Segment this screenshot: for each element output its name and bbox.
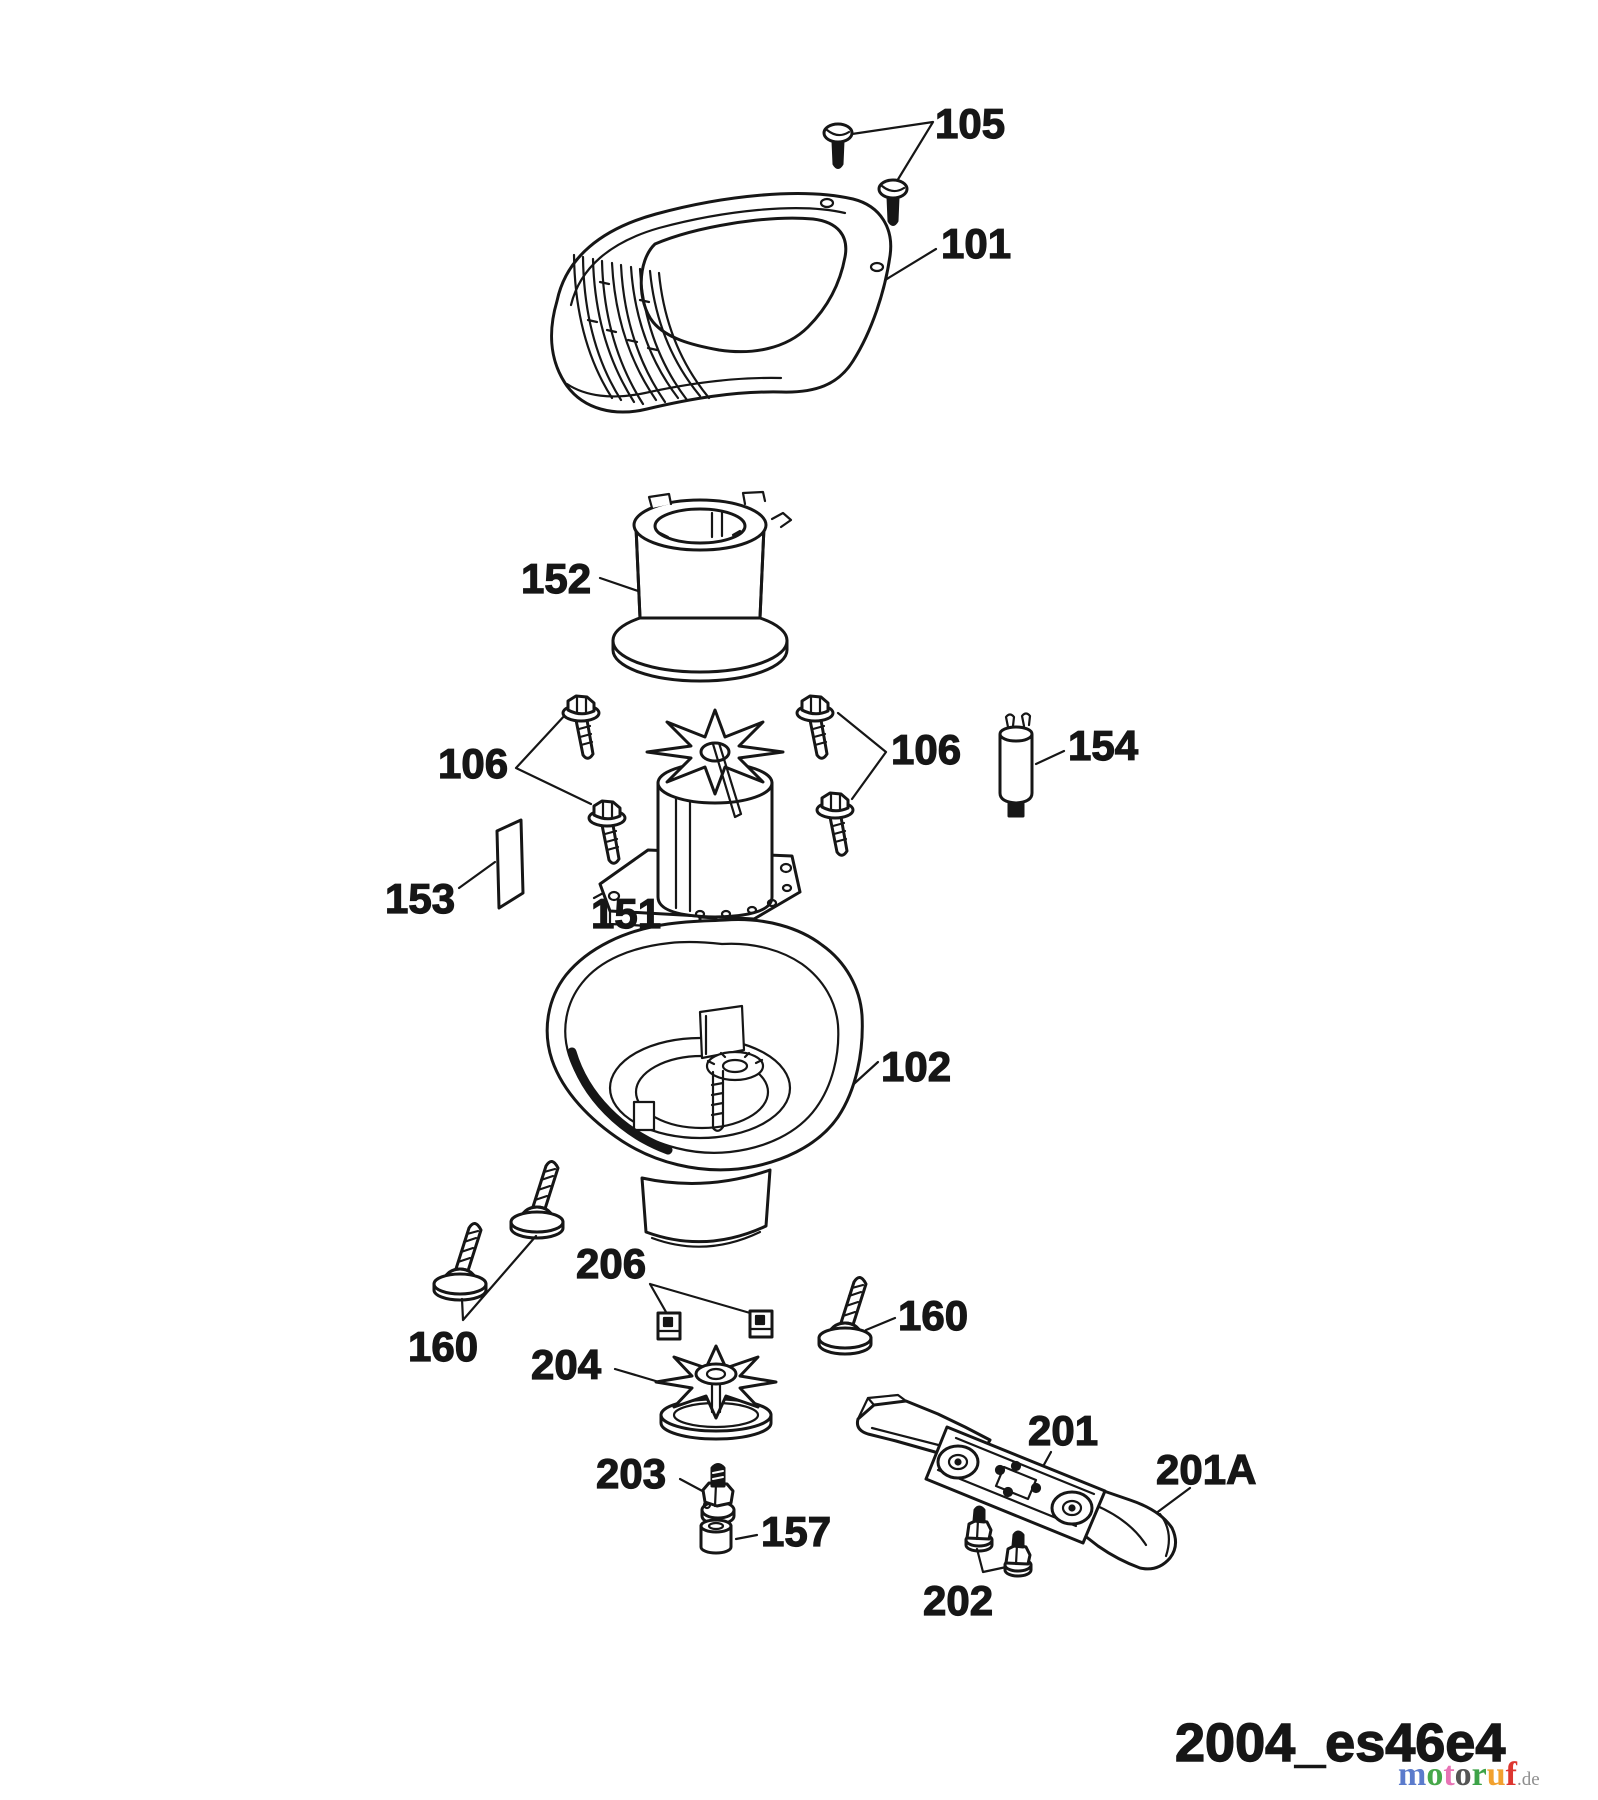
callout-160-left: 160: [407, 1323, 479, 1370]
part-154-capacitor-drawing: [998, 712, 1034, 818]
callout-160-right: 160: [897, 1292, 969, 1339]
part-105-screws-drawing: [822, 122, 909, 226]
callout-105: 105: [934, 100, 1006, 147]
watermark-letter: o: [1426, 1756, 1444, 1793]
watermark-letter: r: [1471, 1756, 1487, 1793]
callout-102: 102: [880, 1043, 952, 1090]
part-106-screws-drawing: [561, 694, 855, 865]
part-101-cover-drawing: [550, 192, 893, 414]
watermark-letter: t: [1443, 1756, 1455, 1793]
part-157-spacer-drawing: [699, 1518, 733, 1555]
callout-203: 203: [595, 1450, 667, 1497]
part-102-deck-drawing: [545, 918, 864, 1248]
watermark-logo: motoruf.de: [1398, 1758, 1540, 1792]
callout-153: 153: [384, 875, 456, 922]
callout-201: 201: [1027, 1407, 1099, 1454]
part-202-bolts-drawing: [964, 1505, 1033, 1578]
callout-201a: 201A: [1155, 1446, 1257, 1493]
part-153-plate-drawing: [495, 818, 525, 910]
watermark-letter: u: [1486, 1756, 1506, 1793]
callout-151: 151: [590, 890, 662, 937]
part-203-bolt-drawing: [700, 1463, 736, 1526]
callout-152: 152: [520, 555, 592, 602]
model-code: 2004_es46e4: [1174, 1713, 1506, 1773]
part-206-keys-drawing: [656, 1309, 774, 1341]
callout-101: 101: [940, 220, 1012, 267]
watermark-letter: m: [1398, 1756, 1427, 1793]
part-160-screws-drawing: [432, 1160, 873, 1356]
callout-106-right: 106: [890, 726, 962, 773]
callout-202: 202: [922, 1577, 994, 1624]
part-152-spacer-drawing: [611, 490, 793, 683]
callout-204: 204: [530, 1341, 602, 1388]
callout-106-left: 106: [437, 740, 509, 787]
watermark-domain-suffix: .de: [1517, 1769, 1540, 1790]
part-201-blade-drawing: [856, 1393, 1177, 1571]
callout-154: 154: [1067, 722, 1139, 769]
callout-206: 206: [575, 1240, 647, 1287]
watermark-letter: f: [1505, 1756, 1517, 1793]
part-204-fan-drawing: [654, 1344, 778, 1441]
callout-157: 157: [760, 1508, 832, 1555]
watermark-letter: o: [1454, 1756, 1472, 1793]
